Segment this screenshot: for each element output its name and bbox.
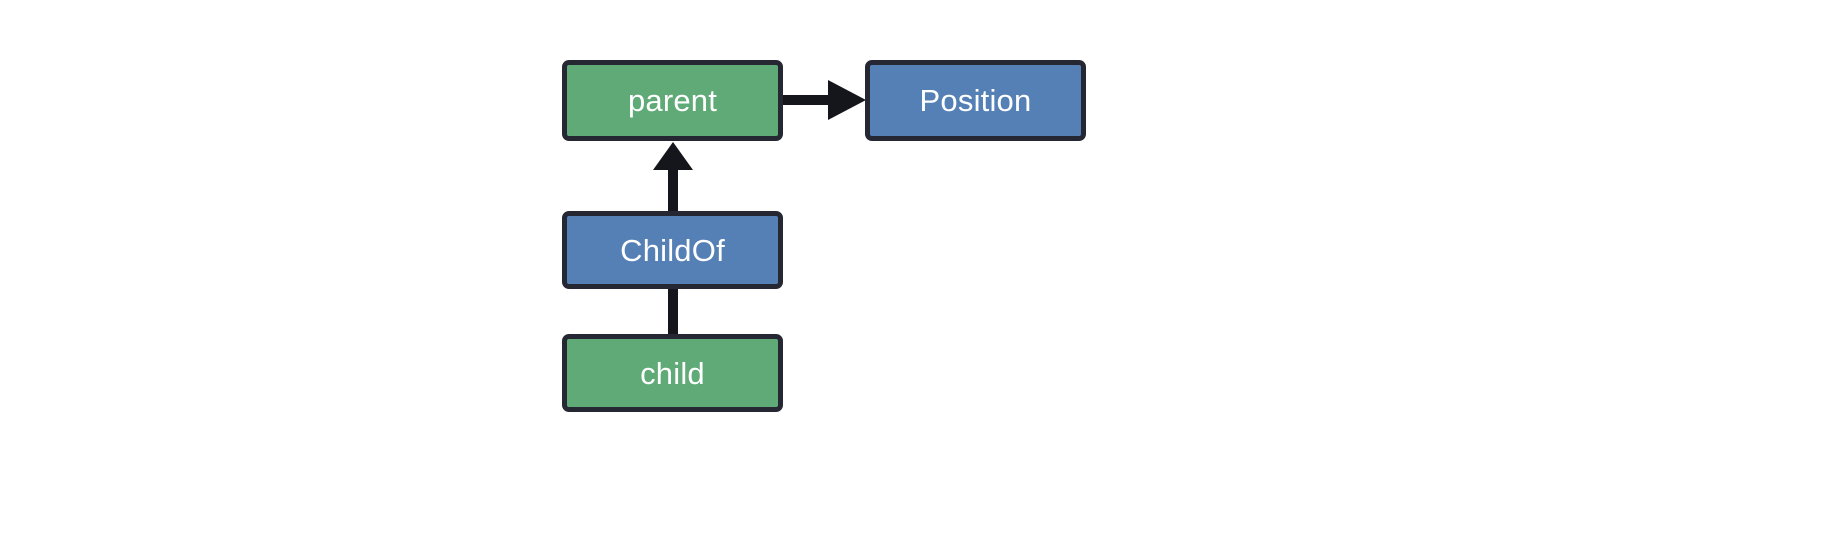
node-position[interactable]: Position (865, 60, 1086, 141)
node-childof-label: ChildOf (620, 232, 725, 268)
edge-parent-to-position (783, 80, 866, 120)
edge-parent-to-position-arrowhead (828, 80, 866, 120)
node-position-label: Position (919, 83, 1032, 118)
node-child-label: child (640, 355, 705, 391)
node-child[interactable]: child (562, 334, 783, 412)
node-childof[interactable]: ChildOf (562, 211, 783, 289)
edge-childof-to-parent (653, 142, 693, 211)
node-parent-label: parent (627, 83, 718, 118)
node-parent[interactable]: parent (562, 60, 783, 141)
edge-childof-to-parent-arrowhead (653, 142, 693, 170)
